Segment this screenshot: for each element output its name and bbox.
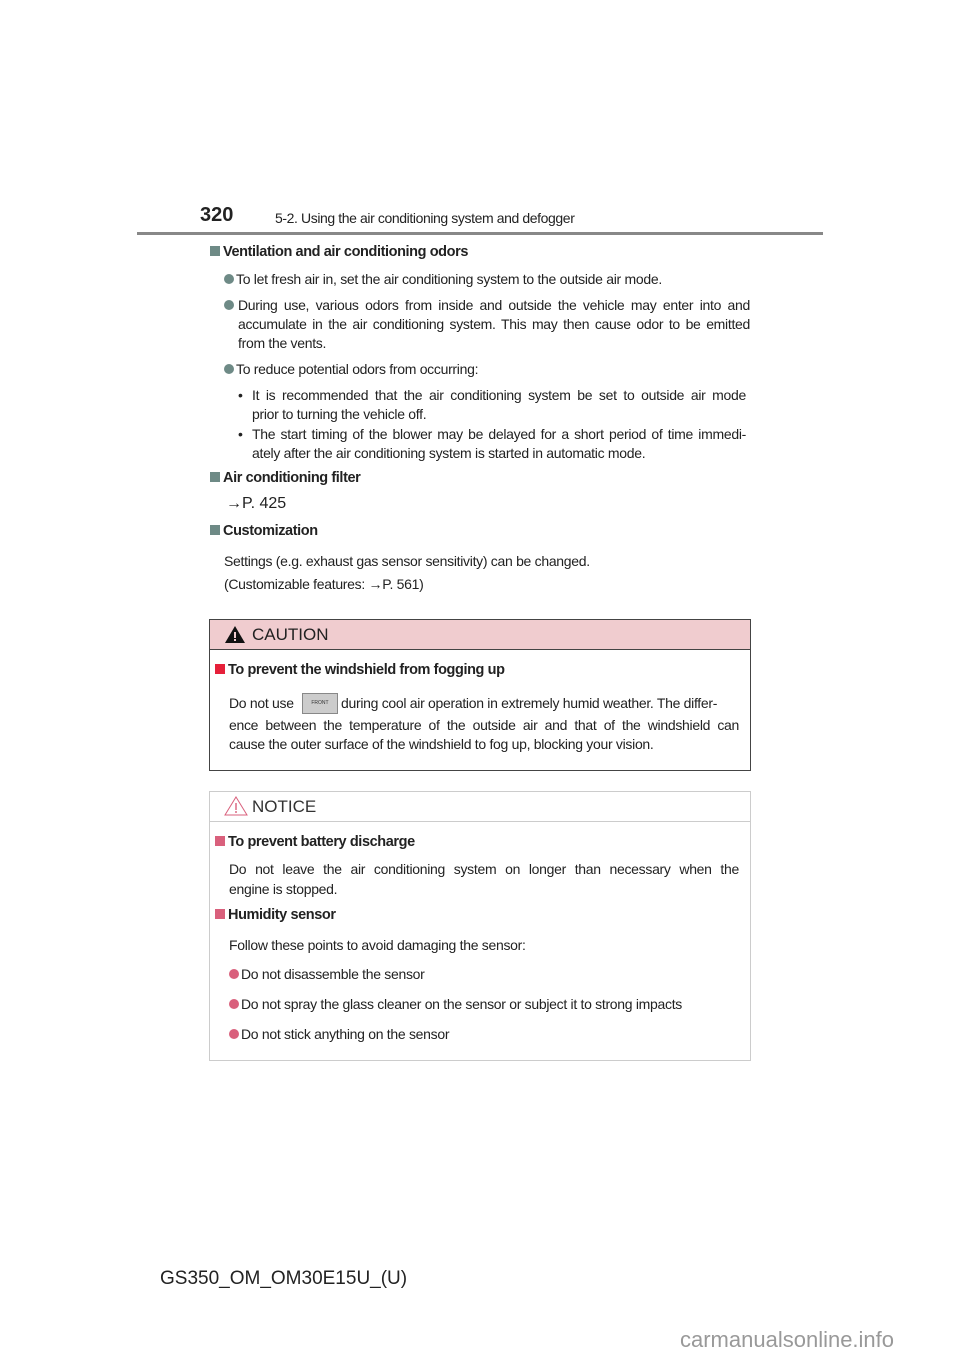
text-line: (Customizable features: →P. 561)	[224, 576, 424, 592]
model-code: GS350_OM_OM30E15U_(U)	[160, 1268, 408, 1289]
notice-header: NOTICE	[210, 792, 750, 822]
bullet: To let fresh air in, set the air conditi…	[224, 270, 662, 288]
notice-box: NOTICE To prevent battery discharge Do n…	[209, 791, 751, 1061]
caution-header: CAUTION	[210, 620, 750, 650]
caution-heading: To prevent the windshield from fogging u…	[215, 662, 505, 678]
notice-triangle-icon	[224, 796, 248, 816]
sub-bullet: ately after the air conditioning system …	[252, 445, 646, 461]
page-reference-link[interactable]: →P. 425	[226, 495, 287, 512]
sub-bullet: It is recommended that the air condition…	[252, 387, 746, 403]
section-title: 5-2. Using the air conditioning system a…	[275, 210, 575, 226]
watermark: carmanualsonline.info	[680, 1327, 895, 1352]
heading-filter: Air conditioning filter	[210, 470, 361, 486]
notice-heading-humidity: Humidity sensor	[215, 907, 336, 923]
heading-customization: Customization	[210, 523, 318, 539]
sub-bullet-mark: •	[238, 426, 243, 442]
header-rule	[137, 232, 823, 235]
sub-bullet: The start timing of the blower may be de…	[252, 426, 746, 442]
heading-ventilation: Ventilation and air conditioning odors	[210, 244, 468, 260]
bullet: Do not stick anything on the sensor	[229, 1025, 449, 1043]
notice-heading-battery: To prevent battery discharge	[215, 834, 415, 850]
bullet: To reduce potential odors from occurring…	[224, 360, 478, 378]
text-line: during cool air operation in extremely h…	[341, 695, 718, 711]
warning-triangle-icon	[225, 626, 245, 643]
caution-label: CAUTION	[252, 625, 329, 644]
text-line: Settings (e.g. exhaust gas sensor sensit…	[224, 553, 590, 569]
bullet	[224, 296, 236, 314]
page-number: 320	[200, 204, 234, 226]
bullet-text: accumulate in the air conditioning syste…	[238, 316, 750, 332]
sub-bullet-mark: •	[238, 387, 243, 403]
caution-box: CAUTION To prevent the windshield from f…	[209, 619, 751, 771]
bullet: Do not spray the glass cleaner on the se…	[229, 995, 682, 1013]
notice-label: NOTICE	[252, 797, 317, 816]
bullet-text: from the vents.	[238, 335, 327, 351]
text-line: cause the outer surface of the windshiel…	[229, 736, 654, 752]
sub-bullet: prior to turning the vehicle off.	[252, 406, 427, 422]
text-line: ence between the temperature of the outs…	[229, 717, 739, 733]
text-line: Do not leave the air conditioning system…	[229, 861, 739, 877]
text-line: Follow these points to avoid damaging th…	[229, 937, 526, 953]
bullet: Do not disassemble the sensor	[229, 965, 425, 983]
bullet-text: During use, various odors from inside an…	[238, 297, 750, 313]
text-line: Do not use	[229, 695, 294, 711]
defogger-front-icon: FRONT	[302, 693, 338, 714]
text-line: engine is stopped.	[229, 881, 338, 897]
